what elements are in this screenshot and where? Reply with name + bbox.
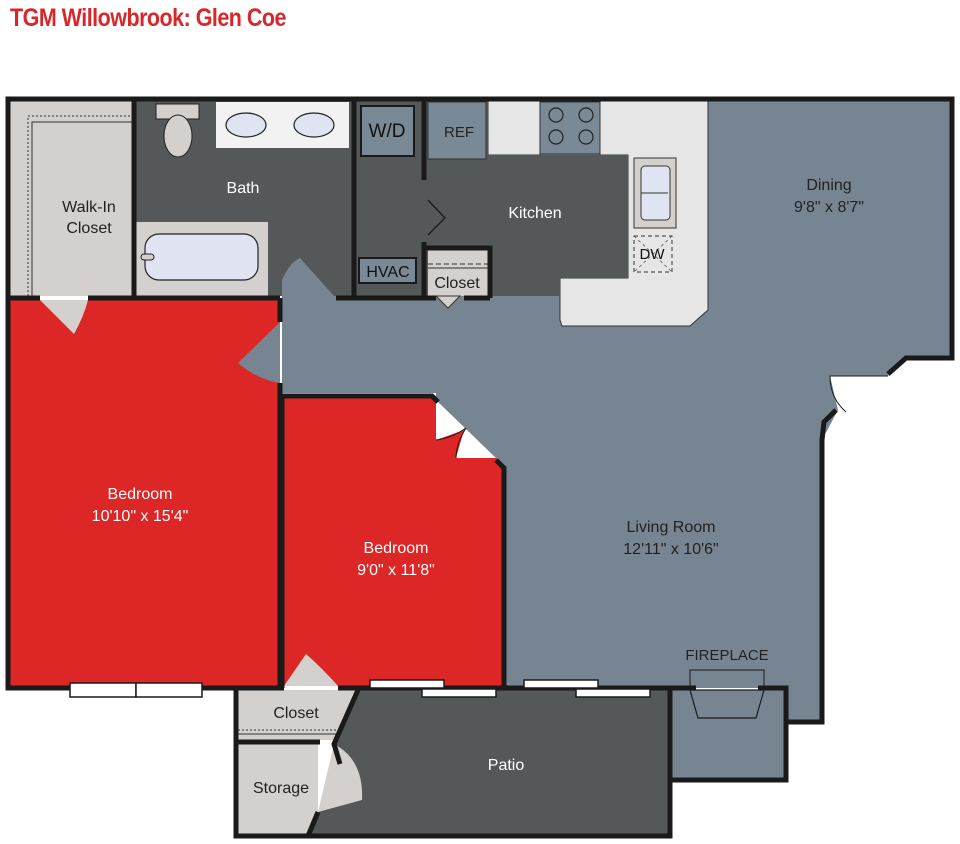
dining-size: 9'8" x 8'7" — [794, 199, 864, 216]
bedroom-2-label: Bedroom — [364, 540, 429, 557]
kitchen-label: Kitchen — [508, 205, 561, 222]
bedroom-1[interactable] — [8, 300, 280, 686]
dw-label: DW — [640, 246, 666, 263]
walk-in-closet-label-2: Closet — [66, 220, 112, 237]
windows — [69, 679, 651, 698]
storage[interactable] — [238, 744, 318, 836]
living-room-size: 12'11" x 10'6" — [623, 541, 718, 558]
bedroom-1-size: 10'10" x 15'4" — [92, 508, 189, 525]
kitchen-closet[interactable] — [428, 250, 488, 296]
patio-closet-label: Closet — [273, 705, 319, 722]
storage-label: Storage — [253, 780, 309, 797]
walk-in-closet[interactable] — [8, 100, 132, 296]
living-room-label: Living Room — [627, 519, 716, 536]
hvac-label: HVAC — [366, 264, 409, 281]
patio[interactable] — [306, 690, 668, 834]
patio-label: Patio — [488, 757, 525, 774]
page-title: TGM Willowbrook: Glen Coe — [10, 4, 286, 32]
wd-label: W/D — [369, 121, 406, 142]
bedroom-2[interactable] — [284, 396, 504, 686]
dining-label: Dining — [806, 177, 851, 194]
washer-dryer — [360, 105, 415, 157]
bedroom-1-label: Bedroom — [108, 486, 173, 503]
refrigerator — [427, 101, 487, 160]
fireplace-bump — [670, 690, 784, 778]
kitchen-closet-label: Closet — [434, 275, 480, 292]
walk-in-closet-label: Walk-In — [62, 199, 116, 216]
bath-label: Bath — [227, 180, 260, 197]
hvac-unit — [358, 257, 417, 284]
bedroom-2-size: 9'0" x 11'8" — [357, 562, 435, 579]
fireplace — [689, 689, 765, 719]
fireplace-label: FIREPLACE — [685, 647, 768, 664]
ref-label: REF — [444, 124, 474, 141]
